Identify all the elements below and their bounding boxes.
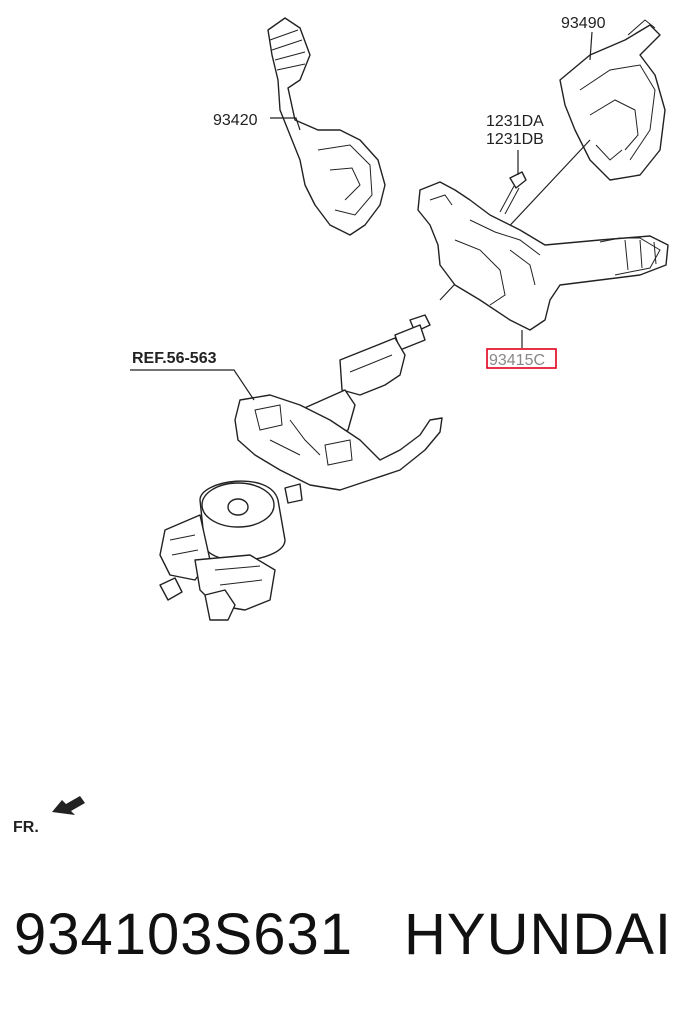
highlight-box [486, 348, 557, 369]
part-number: 934103S631 [14, 902, 353, 967]
callout-93490: 93490 [561, 15, 606, 32]
leader-93420 [270, 117, 301, 131]
bolt-part [499, 171, 527, 215]
steering-column-diagram: 93490 93420 1231DA 1231DB REF.56-563 934… [13, 15, 669, 836]
callout-1231db: 1231DB [486, 131, 544, 148]
callout-93420: 93420 [213, 112, 258, 129]
callout-1231da: 1231DA [486, 113, 544, 130]
eps-motor-part [159, 480, 286, 621]
clock-spring-part [559, 19, 666, 181]
front-direction-label: FR. [13, 819, 39, 836]
front-arrow-icon [52, 796, 85, 815]
callout-93415c[interactable]: 93415C [489, 352, 545, 369]
leader-93490 [589, 31, 593, 61]
callout-ref: REF.56-563 [132, 350, 217, 367]
wiper-switch-part [267, 17, 386, 236]
footer: 934103S631 HYUNDAI [0, 895, 687, 985]
combination-switch-part [417, 181, 669, 331]
mounting-bracket-part [234, 394, 443, 504]
leader-ref [130, 369, 255, 401]
brand-name: HYUNDAI [404, 902, 673, 967]
